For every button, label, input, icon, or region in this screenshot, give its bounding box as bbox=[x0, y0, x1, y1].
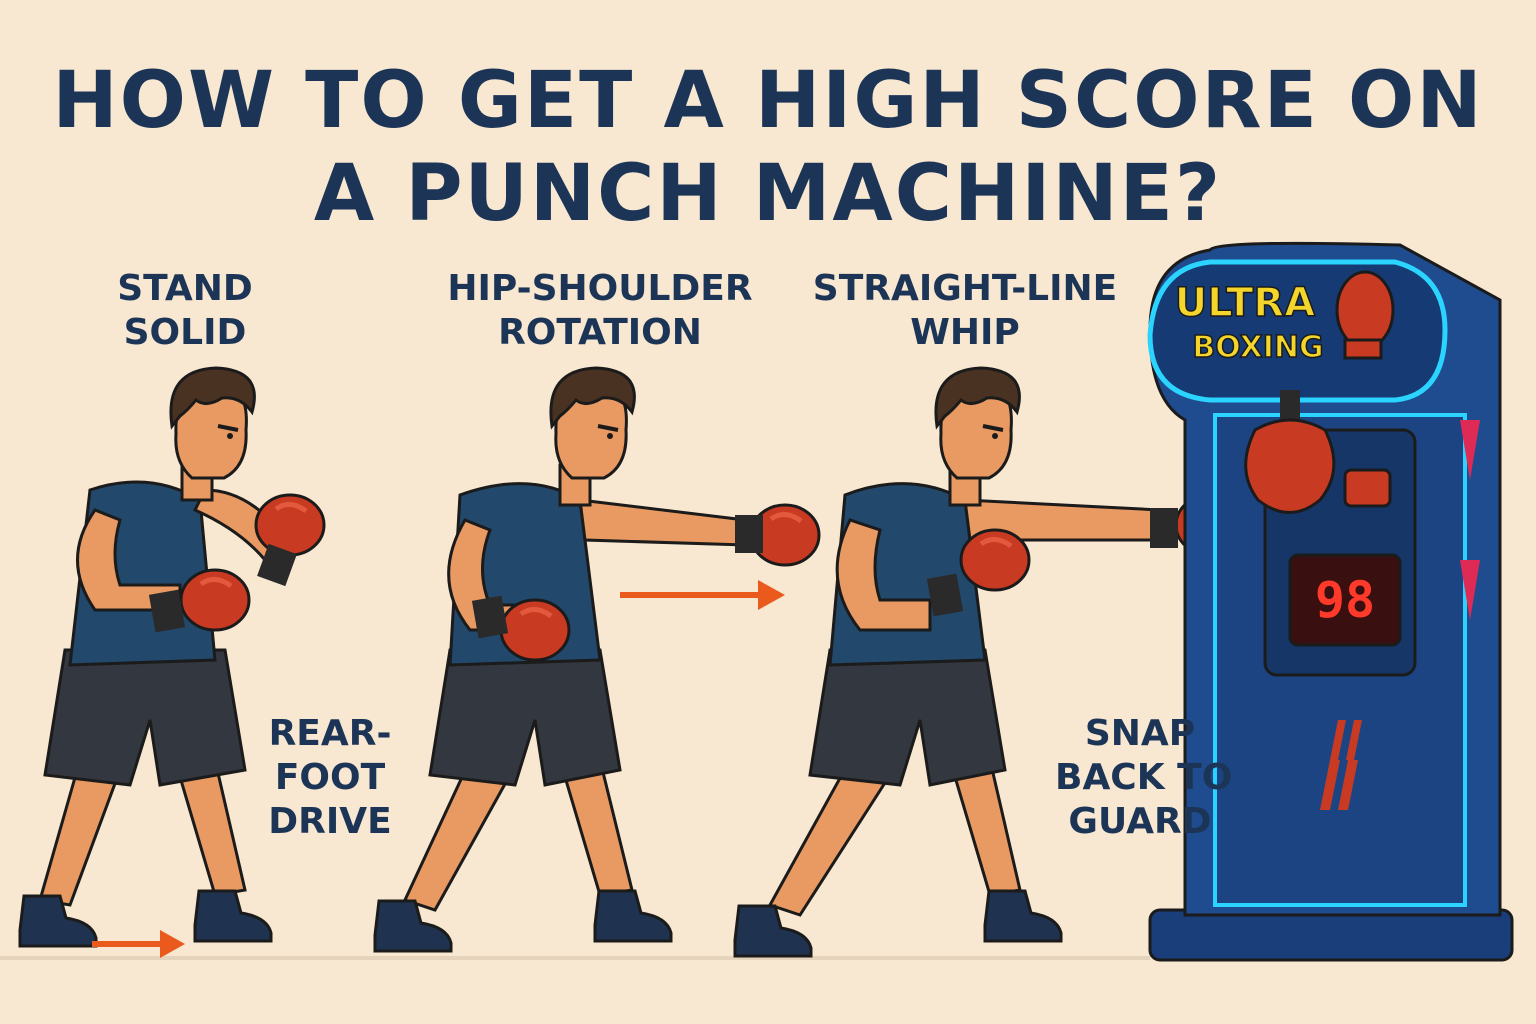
step-2-line-1: HIP-SHOULDER bbox=[447, 268, 753, 309]
score-display bbox=[1288, 553, 1402, 647]
boxer-straight-whip bbox=[733, 366, 1244, 958]
score-value: 98 bbox=[1315, 571, 1375, 629]
step-3-line-2: WHIP bbox=[910, 312, 1020, 353]
step-5-line-3: GUARD bbox=[1068, 801, 1212, 842]
step-4-line-2: FOOT bbox=[274, 757, 386, 798]
boxer-stand-solid bbox=[18, 366, 324, 948]
title-line-2: A PUNCH MACHINE? bbox=[313, 149, 1223, 239]
step-5-line-1: SNAP bbox=[1084, 713, 1196, 754]
step-4-line-1: REAR- bbox=[268, 713, 392, 754]
punch-machine: ULTRA BOXING 98 bbox=[1147, 241, 1514, 962]
step-2-line-2: ROTATION bbox=[498, 312, 702, 353]
step-label-rear-foot-drive: REAR- FOOT DRIVE bbox=[255, 712, 405, 844]
step-1-line-2: SOLID bbox=[123, 312, 247, 353]
step-4-line-3: DRIVE bbox=[268, 801, 392, 842]
machine-brand-line-1: ULTRA bbox=[1175, 280, 1315, 326]
arrow-rotation bbox=[620, 580, 785, 610]
step-label-hip-shoulder: HIP-SHOULDER ROTATION bbox=[440, 267, 760, 355]
machine-brand-line-2: BOXING bbox=[1192, 330, 1323, 365]
step-1-line-1: STAND bbox=[117, 268, 253, 309]
step-label-stand-solid: STAND SOLID bbox=[95, 267, 275, 355]
arrow-rear-foot bbox=[92, 930, 185, 958]
punching-bag bbox=[1244, 418, 1336, 514]
boxing-glove-logo-icon bbox=[1335, 270, 1395, 360]
boxer-hip-shoulder bbox=[373, 366, 819, 953]
step-3-line-1: STRAIGHT-LINE bbox=[812, 268, 1118, 309]
step-5-line-2: BACK TO bbox=[1055, 757, 1233, 798]
step-label-straight-whip: STRAIGHT-LINE WHIP bbox=[800, 267, 1130, 355]
title-line-1: HOW TO GET A HIGH SCORE ON bbox=[52, 56, 1484, 146]
step-label-snap-back: SNAP BACK TO GUARD bbox=[1055, 712, 1233, 844]
